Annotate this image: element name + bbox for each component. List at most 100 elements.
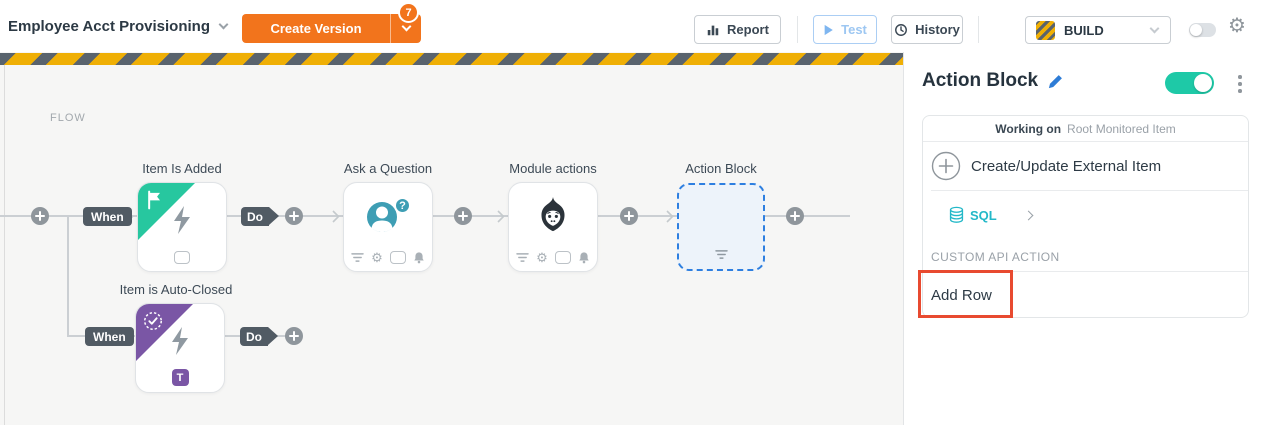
do-badge-tip [269,207,279,225]
person-question-icon: ? [365,197,411,239]
do-badge: Do [240,327,268,346]
node-label: Item is Auto-Closed [119,282,233,297]
report-button[interactable]: Report [694,15,781,44]
report-label: Report [727,22,769,37]
add-node-button[interactable] [285,327,303,345]
build-mode-hazard-stripe [0,53,903,65]
flow-canvas[interactable]: FLOW When Do When [0,52,904,425]
create-update-external-item-row[interactable]: Create/Update External Item [923,142,1248,190]
edit-pencil-icon[interactable] [1047,73,1064,90]
node-ask-a-question[interactable]: ? ⚙ [343,182,433,272]
gear-icon[interactable]: ⚙ [371,250,383,265]
top-toolbar: Employee Acct Provisioning Create Versio… [0,0,1261,52]
node-label: Action Block [685,161,757,176]
do-badge: Do [241,207,269,226]
plus-icon [289,211,299,221]
build-mode-hazard-icon [1036,20,1055,40]
add-node-button[interactable] [620,207,638,225]
flow-name-dropdown[interactable]: Employee Acct Provisioning [8,0,229,52]
test-button[interactable]: Test [813,15,877,44]
checkbox-icon[interactable] [389,251,406,264]
mode-select[interactable]: BUILD [1025,16,1171,44]
bell-icon [579,252,589,264]
plus-circle-icon [931,151,961,181]
create-version-split-button: Create Version 7 [242,2,421,43]
branch-connector-line [67,216,69,336]
create-update-label: Create/Update External Item [971,157,1162,175]
play-icon [824,24,833,35]
connector-line [765,215,850,217]
toolbar-divider [797,16,798,43]
add-node-button[interactable] [454,207,472,225]
arrowhead-icon [666,210,674,223]
toolbar-divider [978,16,979,43]
when-badge: When [83,207,132,226]
history-button[interactable]: History [891,15,963,44]
bell-icon [414,252,424,264]
flame-monkey-icon [541,197,565,232]
toggle-knob [1190,24,1202,36]
test-label: Test [841,22,867,37]
action-block-card: Working on Root Monitored Item Create/Up… [922,115,1249,318]
plus-icon [624,211,634,221]
chevron-right-icon [1023,210,1034,220]
plus-icon [35,211,45,221]
chevron-down-icon [401,21,411,32]
chevron-down-icon [218,19,229,29]
add-node-button[interactable] [285,207,303,225]
working-on-label: Working on [995,121,1062,136]
node-action-block[interactable] [677,183,765,271]
checkbox-icon[interactable] [554,251,571,264]
divider [931,190,1248,191]
add-row-button[interactable]: Add Row [923,272,1248,319]
arrowhead-icon [497,210,505,223]
working-on-header: Working on Root Monitored Item [923,116,1248,142]
version-count-badge: 7 [398,2,419,23]
flow-lane-label: FLOW [50,112,86,124]
mode-toggle[interactable] [1189,23,1216,37]
mode-label: BUILD [1064,22,1104,38]
settings-gear-icon[interactable]: ⚙ [1228,15,1246,37]
action-block-panel: Action Block Working on Root Monitored I… [905,52,1261,425]
arrowhead-icon [332,210,340,223]
flag-icon [148,190,160,210]
add-node-button[interactable] [31,207,49,225]
panel-title: Action Block [922,70,1039,91]
checkbox-icon[interactable] [174,251,190,264]
working-on-value: Root Monitored Item [1067,121,1176,136]
chevron-down-icon [1149,23,1160,33]
filter-icon [351,253,364,262]
node-item-is-added[interactable] [137,182,227,272]
type-badge: T [171,369,189,386]
node-label: Ask a Question [343,161,433,176]
when-badge: When [85,327,134,346]
add-row-label: Add Row [931,287,992,304]
toggle-knob [1194,74,1212,92]
filter-icon [714,250,728,259]
flow-lane-border [4,65,5,425]
node-label: Module actions [509,161,597,176]
lightning-icon [174,205,190,234]
database-icon [949,206,964,223]
plus-icon [289,331,299,341]
bar-chart-icon [707,25,719,35]
create-version-button[interactable]: Create Version [242,14,390,43]
divider [923,271,1248,272]
add-node-button[interactable] [786,207,804,225]
flow-name: Employee Acct Provisioning [8,17,210,35]
section-label: CUSTOM API ACTION [931,250,1060,264]
node-label: Item Is Added [142,161,222,176]
node-item-is-auto-closed[interactable]: T [135,303,225,393]
sql-label: SQL [970,207,997,223]
node-module-actions[interactable]: ⚙ [508,182,598,272]
kebab-menu-icon[interactable] [1236,73,1244,95]
lightning-icon [172,326,188,355]
do-badge-tip [268,327,278,345]
plus-icon [458,211,468,221]
action-block-enabled-toggle[interactable] [1165,72,1214,94]
gear-icon[interactable]: ⚙ [536,250,548,265]
sql-action-row[interactable]: SQL [923,191,1248,239]
check-circle-icon [144,312,162,330]
history-label: History [915,22,960,37]
